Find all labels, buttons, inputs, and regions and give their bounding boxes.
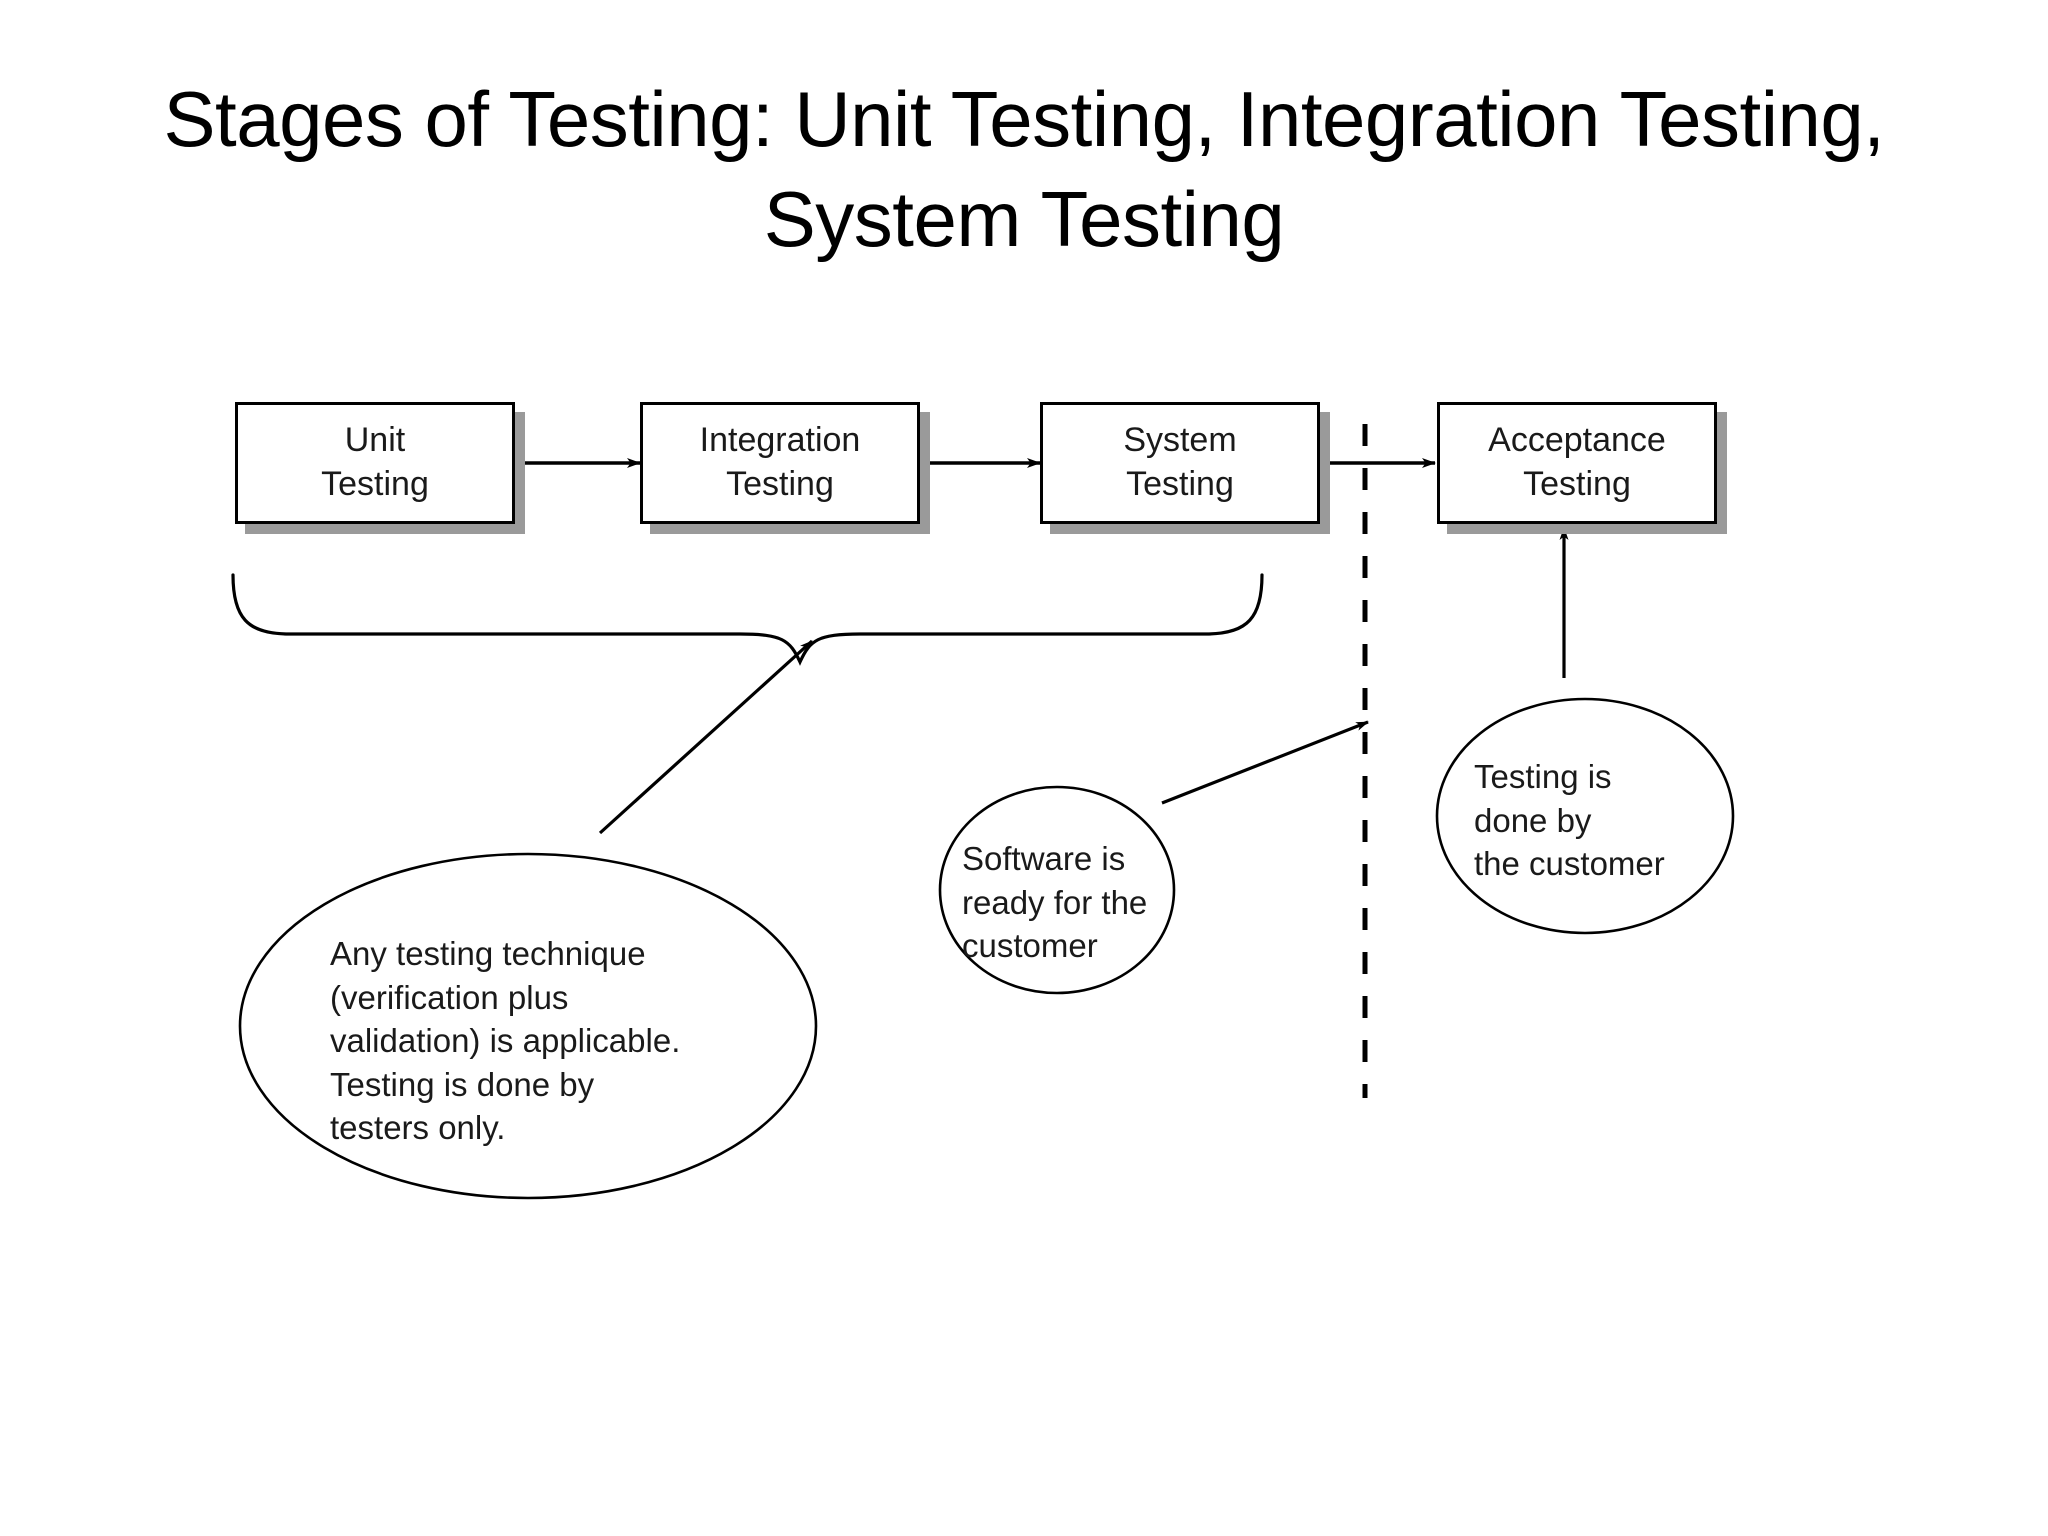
callout-ellipse-customer-testing <box>1435 697 1735 935</box>
box-acceptance-testing[interactable]: Acceptance Testing <box>1437 402 1717 524</box>
box-unit-testing[interactable]: Unit Testing <box>235 402 515 524</box>
callout-ellipse-software-ready <box>938 785 1176 995</box>
box-label-system-testing: System Testing <box>1123 421 1237 503</box>
box-label-integration-testing: Integration Testing <box>699 421 861 503</box>
callout-customer-testing[interactable]: Testing is done by the customer <box>1437 699 1733 933</box>
connector-software-ready-to-divider <box>1161 720 1369 805</box>
box-system-testing[interactable]: System Testing <box>1040 402 1320 524</box>
box-label-unit-testing: Unit Testing <box>321 421 429 503</box>
tester-phase-brace <box>231 573 1264 666</box>
callout-label-software-ready: Software is ready for the customer <box>962 840 1148 965</box>
connector-tester-scope-to-brace <box>598 639 814 835</box>
callout-ellipse-tester-scope <box>238 852 818 1200</box>
box-label-acceptance-testing: Acceptance Testing <box>1488 421 1666 503</box>
callout-software-ready[interactable]: Software is ready for the customer <box>940 787 1174 993</box>
box-integration-testing[interactable]: Integration Testing <box>640 402 920 524</box>
callout-tester-scope[interactable]: Any testing technique (verification plus… <box>240 854 816 1198</box>
page-title: Stages of Testing: Unit Testing, Integra… <box>163 75 1885 263</box>
callout-label-tester-scope: Any testing technique (verification plus… <box>330 935 681 1147</box>
callout-label-customer-testing: Testing is done by the customer <box>1474 758 1665 883</box>
